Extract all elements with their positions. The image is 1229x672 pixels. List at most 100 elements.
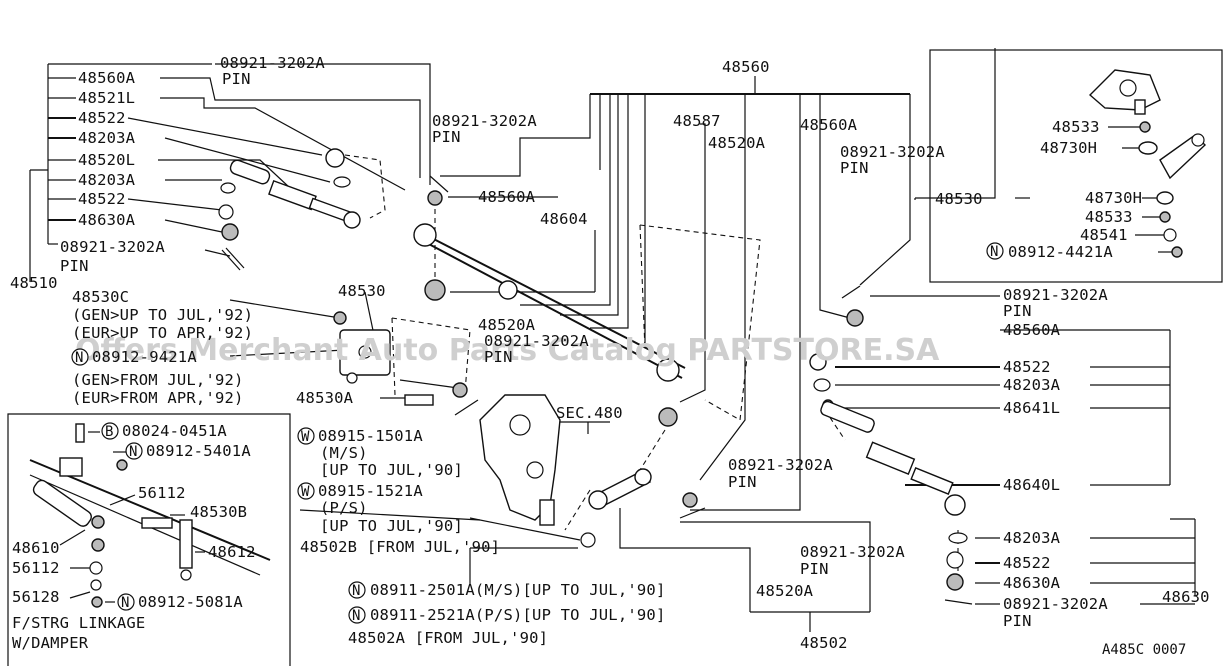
diagram-code: A485C 0007 [1102, 642, 1186, 658]
label-pin: PIN [800, 560, 829, 578]
label-48560: 48560 [722, 58, 770, 76]
n-marker-letter: N [129, 444, 137, 460]
label-pin: PIN [222, 70, 251, 88]
label-eur-from-apr92: (EUR>FROM APR,'92) [72, 389, 244, 407]
label-08915-1501A: 08915-1501A [318, 427, 423, 445]
cotter-pin-icon [679, 507, 706, 519]
nut-icon [682, 492, 698, 508]
label-08921-right-2: 08921-3202A [1003, 595, 1108, 613]
washer-icon [90, 579, 102, 591]
washer-icon [218, 204, 234, 220]
label-48641L: 48641L [1003, 399, 1060, 417]
pitman-arm [580, 468, 706, 548]
n-marker-letter: N [352, 608, 360, 624]
label-48630A: 48630A [78, 211, 136, 229]
label-48521L: 48521L [78, 89, 135, 107]
w-marker-letter: W [301, 484, 310, 500]
label-08921-mid: 08921-3202A [484, 332, 589, 350]
bolt-icon [333, 311, 347, 325]
label-48610: 48610 [12, 539, 60, 557]
ball-joint-icon [413, 223, 437, 247]
label-08921-right: 08921-3202A [1003, 286, 1108, 304]
label-48520A: 48520A [756, 582, 814, 600]
label-48560A: 48560A [478, 188, 536, 206]
steering-gear-box [479, 394, 561, 526]
label-gen-from-jul92: (GEN>FROM JUL,'92) [72, 371, 244, 389]
label-48203A: 48203A [78, 129, 136, 147]
nut-icon [116, 459, 128, 471]
n-marker-letter: N [352, 583, 360, 599]
label-48522: 48522 [78, 109, 126, 127]
label-up-to-jul90: [UP TO JUL,'90] [320, 517, 463, 535]
tube-icon [865, 441, 916, 475]
washer-icon [946, 551, 964, 569]
damper-icon [32, 479, 92, 527]
label-eur-up-to-apr92: (EUR>UP TO APR,'92) [72, 324, 253, 342]
label-fstrg-linkage: F/STRG LINKAGE [12, 614, 145, 632]
top-leader-lines [440, 48, 996, 511]
ball-joint-icon [343, 211, 361, 229]
label-08911-2521A: 08911-2521A(P/S)[UP TO JUL,'90] [370, 606, 666, 624]
label-48560A: 48560A [78, 69, 136, 87]
bolt-icon [404, 394, 434, 406]
n-marker-icon [125, 442, 143, 460]
label-48203A: 48203A [78, 171, 136, 189]
cotter-pin-icon [221, 247, 245, 271]
nut-icon [427, 190, 443, 206]
boot-icon [813, 378, 831, 392]
label-48560A: 48560A [800, 116, 858, 134]
cotter-pin-icon [454, 399, 479, 416]
nut-icon [221, 223, 239, 241]
label-48203A: 48203A [1003, 529, 1061, 547]
label-56112: 56112 [138, 484, 186, 502]
label-sec480: SEC.480 [556, 404, 623, 422]
label-48522: 48522 [1003, 554, 1051, 572]
label-48640L: 48640L [1003, 476, 1060, 494]
label-56112: 56112 [12, 559, 60, 577]
w-marker-letter: W [301, 429, 310, 445]
label-08915-1521A: 08915-1521A [318, 482, 423, 500]
label-48630: 48630 [1162, 588, 1210, 606]
label-48533: 48533 [1085, 208, 1133, 226]
nut-icon [846, 309, 864, 327]
inset-box-damper [7, 413, 291, 666]
washer-icon [498, 280, 518, 300]
nut-icon [424, 279, 446, 301]
part-labels: 48560 08921-3202A PIN 48560A 48521L 4852… [10, 54, 1210, 658]
right-leader-lines [835, 295, 1196, 605]
label-48530-inset: 48530 [935, 190, 983, 208]
label-48533: 48533 [1052, 118, 1100, 136]
nut-icon [658, 407, 678, 427]
label-48587: 48587 [673, 112, 721, 130]
label-56128: 56128 [12, 588, 60, 606]
nut-icon [656, 358, 680, 382]
label-48541: 48541 [1080, 226, 1128, 244]
left-leader-lines [29, 63, 431, 282]
label-08912-4421A: 08912-4421A [1008, 243, 1113, 261]
w-marker-icon [297, 427, 315, 445]
label-48630A: 48630A [1003, 574, 1061, 592]
cotter-pin-icon [944, 599, 973, 605]
boot-icon [948, 532, 968, 544]
label-48520A: 48520A [478, 316, 536, 334]
bolt-icon [141, 517, 173, 529]
label-48730H: 48730H [1040, 139, 1097, 157]
nut-icon [325, 148, 345, 168]
label-pin: PIN [484, 348, 513, 366]
watermark-text: Offers Merchant Auto Parts Catalog PARTS… [75, 333, 940, 368]
n-marker-icon [117, 593, 135, 611]
n-marker-letter: N [121, 595, 129, 611]
label-48510: 48510 [10, 274, 58, 292]
label-48730H: 48730H [1085, 189, 1142, 207]
boot-icon [220, 182, 236, 194]
label-48522: 48522 [1003, 358, 1051, 376]
label-08911-2501A: 08911-2501A(M/S)[UP TO JUL,'90] [370, 581, 666, 599]
label-pin: PIN [1003, 612, 1032, 630]
label-pin: PIN [1003, 302, 1032, 320]
label-08921-bottom-center: 08921-3202A [728, 456, 833, 474]
label-up-to-jul90: [UP TO JUL,'90] [320, 461, 463, 479]
tie-rod-end-icon [229, 159, 271, 185]
label-08912-5401A: 08912-5401A [146, 442, 251, 460]
label-48604: 48604 [540, 210, 588, 228]
label-pin: PIN [60, 257, 89, 275]
